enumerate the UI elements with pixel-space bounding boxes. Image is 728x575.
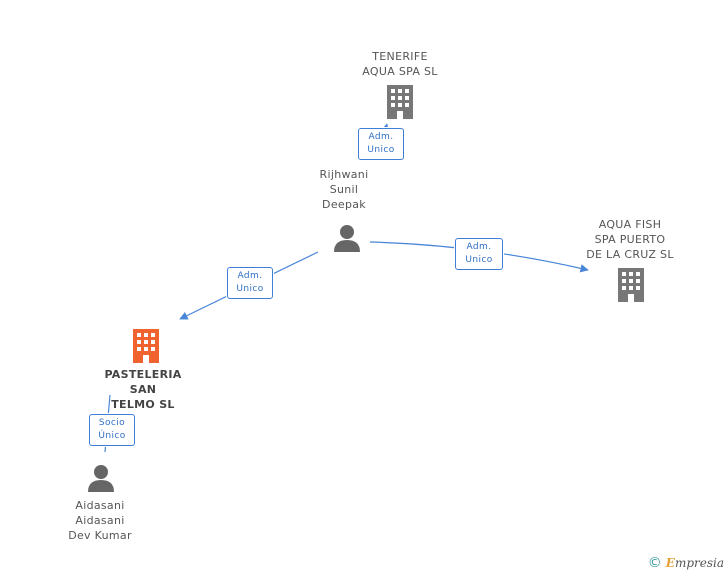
role-badge-tenerife: Adm. Unico [358,128,404,160]
brand-logo[interactable]: Empresia [666,556,724,570]
role-badge-line1: Adm. [237,271,263,281]
building-icon[interactable] [384,85,416,119]
company-label-tenerife[interactable]: TENERIFE AQUA SPA SL [362,50,438,78]
copyright-icon: © [647,555,662,571]
role-badge-line2: Unico [465,255,493,265]
role-badge-aquafish: Adm. Unico [455,238,503,270]
role-badge-line2: Unico [236,284,264,294]
brand-name: mpresia [674,556,724,570]
brand-footer: © Empresia [648,555,724,571]
building-icon[interactable] [130,329,162,363]
brand-initial: E [665,556,675,570]
person-label-rijhwani[interactable]: Rijhwani Sunil Deepak [319,168,369,211]
person-label-aidasani[interactable]: Aidasani Aidasani Dev Kumar [68,499,132,542]
role-badge-aidasani: Socio Único [89,414,135,446]
person-icon[interactable] [86,464,116,492]
role-badge-line2: Unico [367,145,395,155]
role-badge-line1: Socio [98,418,126,428]
role-badge-line1: Adm. [368,132,394,142]
company-label-pasteleria[interactable]: PASTELERIA SAN TELMO SL [104,368,182,411]
role-badge-line2: Único [98,431,126,441]
person-icon[interactable] [332,224,362,252]
role-badge-pasteleria: Adm. Unico [227,267,273,299]
company-label-aquafish[interactable]: AQUA FISH SPA PUERTO DE LA CRUZ SL [586,218,674,261]
role-badge-line1: Adm. [466,242,492,252]
building-icon[interactable] [615,268,647,302]
